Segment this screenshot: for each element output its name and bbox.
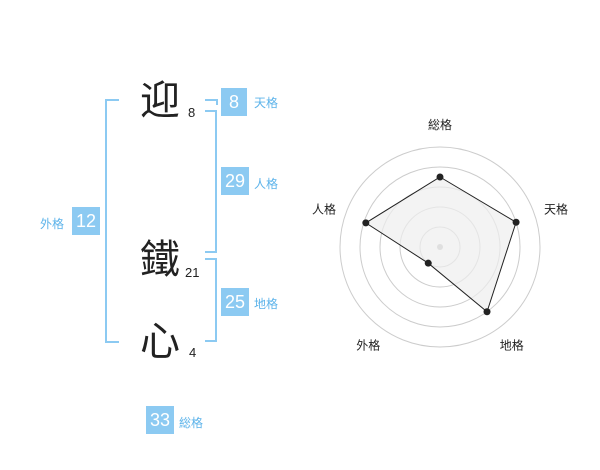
tenkaku-label: 天格: [254, 96, 279, 110]
gaikaku-label: 外格: [40, 217, 65, 231]
gaikaku-badge: 12: [72, 207, 100, 235]
jinkaku-label: 人格: [254, 177, 279, 191]
name-char-1: 迎: [140, 78, 180, 124]
radar-point-5: [362, 219, 370, 227]
radar-axis-label-1: 総格: [428, 117, 452, 132]
soukaku-badge: 33: [146, 406, 174, 434]
radar-point-1: [436, 173, 444, 181]
radar-polygon: [364, 176, 517, 313]
radar-axis-label-2: 天格: [544, 201, 568, 216]
chikaku-label: 地格: [254, 297, 279, 311]
tenkaku-badge: 8: [221, 88, 247, 116]
name-char-2: 鐵: [140, 237, 180, 283]
chikaku-bracket: [205, 258, 217, 342]
radar-shape: [364, 176, 517, 313]
radar-axis-label-5: 人格: [312, 201, 336, 216]
gaikaku-bracket: [105, 99, 119, 343]
radar-points: [362, 173, 520, 316]
name-char-3-strokes: 4: [189, 345, 197, 360]
chikaku-badge: 25: [221, 288, 249, 316]
jinkaku-badge: 29: [221, 167, 249, 195]
jinkaku-bracket: [205, 110, 217, 253]
soukaku-label: 総格: [179, 416, 204, 430]
name-char-1-strokes: 8: [188, 105, 196, 120]
radar-point-2: [512, 218, 520, 226]
name-char-2-strokes: 21: [185, 265, 200, 280]
radar-axis-label-3: 地格: [500, 338, 524, 353]
name-char-3: 心: [140, 319, 180, 365]
radar-point-4: [424, 259, 432, 267]
radar-point-3: [483, 308, 491, 316]
radar-axis-label-4: 外格: [356, 338, 380, 353]
tenkaku-bracket: [205, 99, 218, 105]
